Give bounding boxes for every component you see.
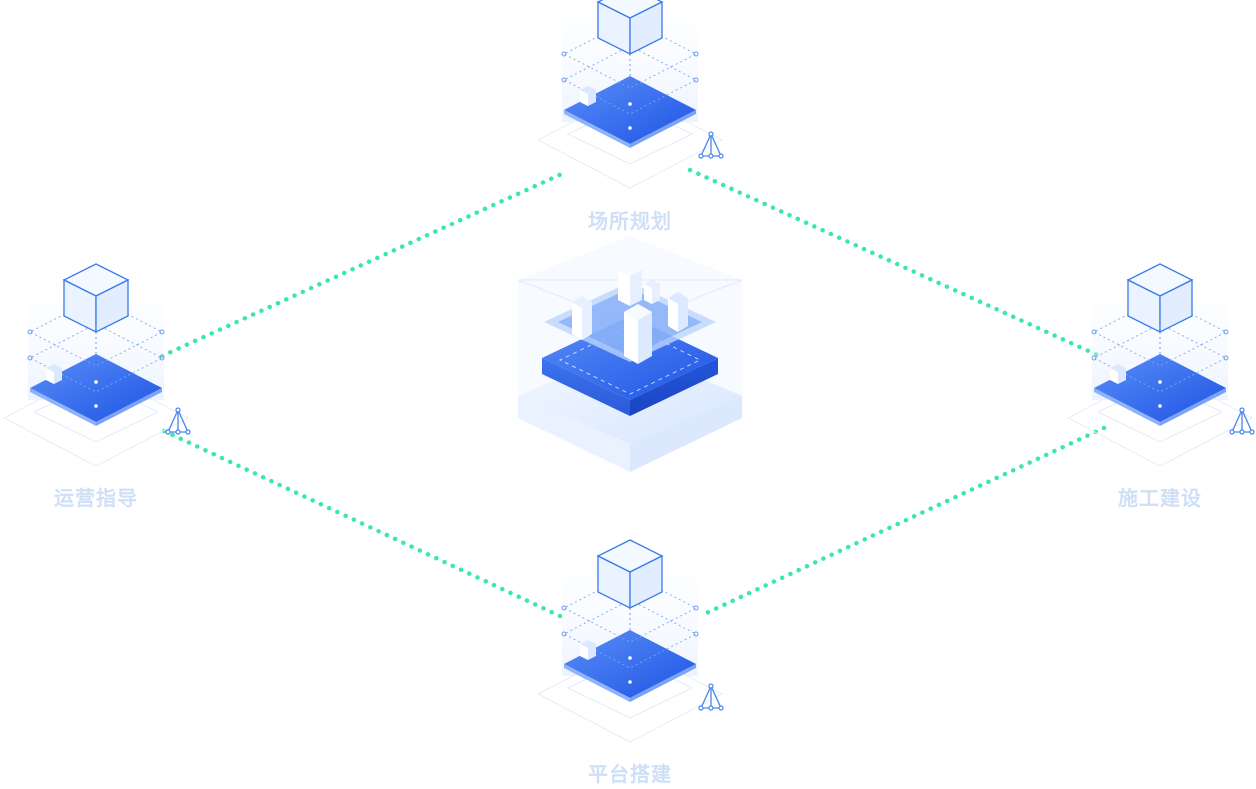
connector-right-bottom	[697, 425, 1107, 619]
node-bottom-label: 平台搭建	[588, 762, 672, 786]
center-hub-icon	[517, 236, 743, 472]
node-left-label: 运营指导	[54, 486, 138, 510]
connectors	[159, 167, 1107, 619]
node-top-label: 场所规划	[588, 209, 672, 233]
city-buildings	[572, 264, 688, 364]
connector-bottom-left	[159, 427, 563, 619]
node-top-icon	[537, 0, 724, 189]
connector-left-top	[159, 169, 569, 359]
node-bottom-icon	[537, 525, 724, 743]
connector-top-right	[687, 167, 1107, 361]
node-right-label: 施工建设	[1118, 486, 1202, 510]
node-left-icon	[3, 249, 191, 467]
